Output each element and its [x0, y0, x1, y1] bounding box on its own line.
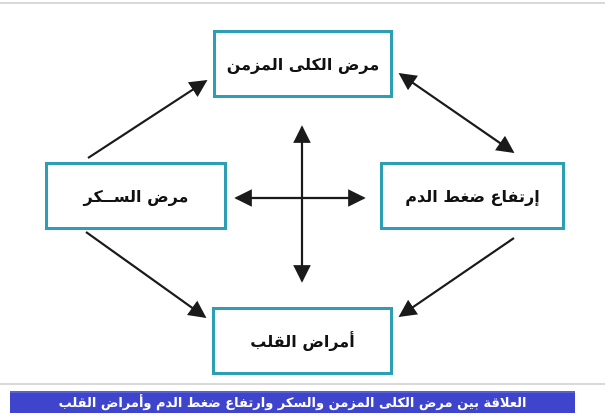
arrow-kidney-hypertension: [398, 73, 515, 153]
top-divider: [0, 2, 605, 4]
node-diabetes: مرض الســكر: [45, 162, 227, 230]
node-heart-diseases: أمراض القلب: [212, 307, 393, 375]
arrow-hypertension-to-heart: [398, 237, 515, 317]
node-chronic-kidney-disease: مرض الكلى المزمن: [213, 30, 393, 98]
caption-bar: العلاقة بين مرض الكلى المزمن والسكر وارت…: [10, 391, 575, 413]
node-label-heart-diseases: أمراض القلب: [250, 331, 355, 351]
node-label-hypertension: إرتفاع ضغط الدم: [405, 186, 540, 206]
arrow-diabetes-to-kidney: [87, 80, 208, 159]
caption-text: العلاقة بين مرض الكلى المزمن والسكر وارت…: [58, 395, 527, 411]
arrow-diabetes-to-heart: [85, 231, 207, 319]
node-hypertension: إرتفاع ضغط الدم: [380, 162, 565, 230]
node-label-diabetes: مرض الســكر: [83, 186, 189, 206]
caption-divider: [0, 383, 605, 385]
node-label-chronic-kidney-disease: مرض الكلى المزمن: [226, 54, 380, 74]
